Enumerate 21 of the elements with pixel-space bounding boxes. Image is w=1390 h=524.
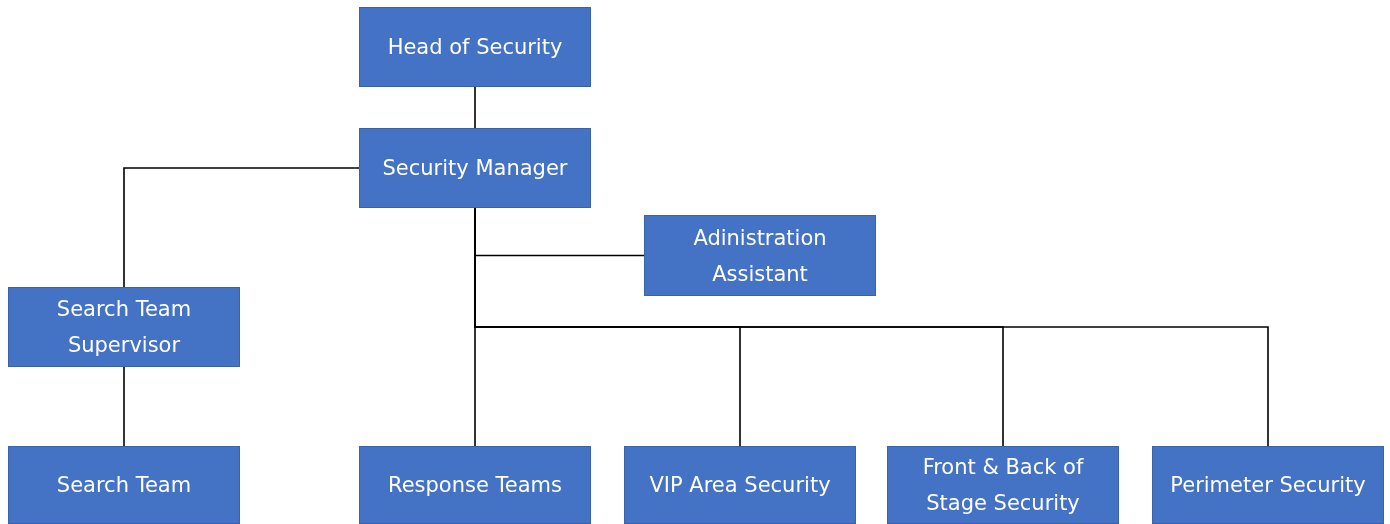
role-title: Response Teams <box>387 472 563 499</box>
role-box <box>359 7 591 87</box>
role-title: Search Team <box>55 472 193 499</box>
role-title: Front & Back of Stage Security <box>921 454 1085 517</box>
role-box <box>644 215 876 296</box>
role-box <box>887 446 1119 524</box>
connector-line <box>123 366 125 447</box>
role-box <box>8 287 240 367</box>
role-box <box>359 446 591 524</box>
role-title: Security Manager <box>381 155 569 182</box>
role-box <box>1152 446 1384 524</box>
role-box <box>359 128 591 208</box>
connector-line <box>123 167 360 288</box>
role-title: Search Team Supervisor <box>55 296 193 359</box>
role-title: Adinistration Assistant <box>692 224 828 288</box>
role-title: Head of Security <box>386 34 564 61</box>
role-box <box>624 446 856 524</box>
role-title: Perimeter Security <box>1169 472 1367 499</box>
role-box <box>8 446 240 524</box>
role-title: VIP Area Security <box>648 472 832 499</box>
connector-line <box>474 86 476 129</box>
